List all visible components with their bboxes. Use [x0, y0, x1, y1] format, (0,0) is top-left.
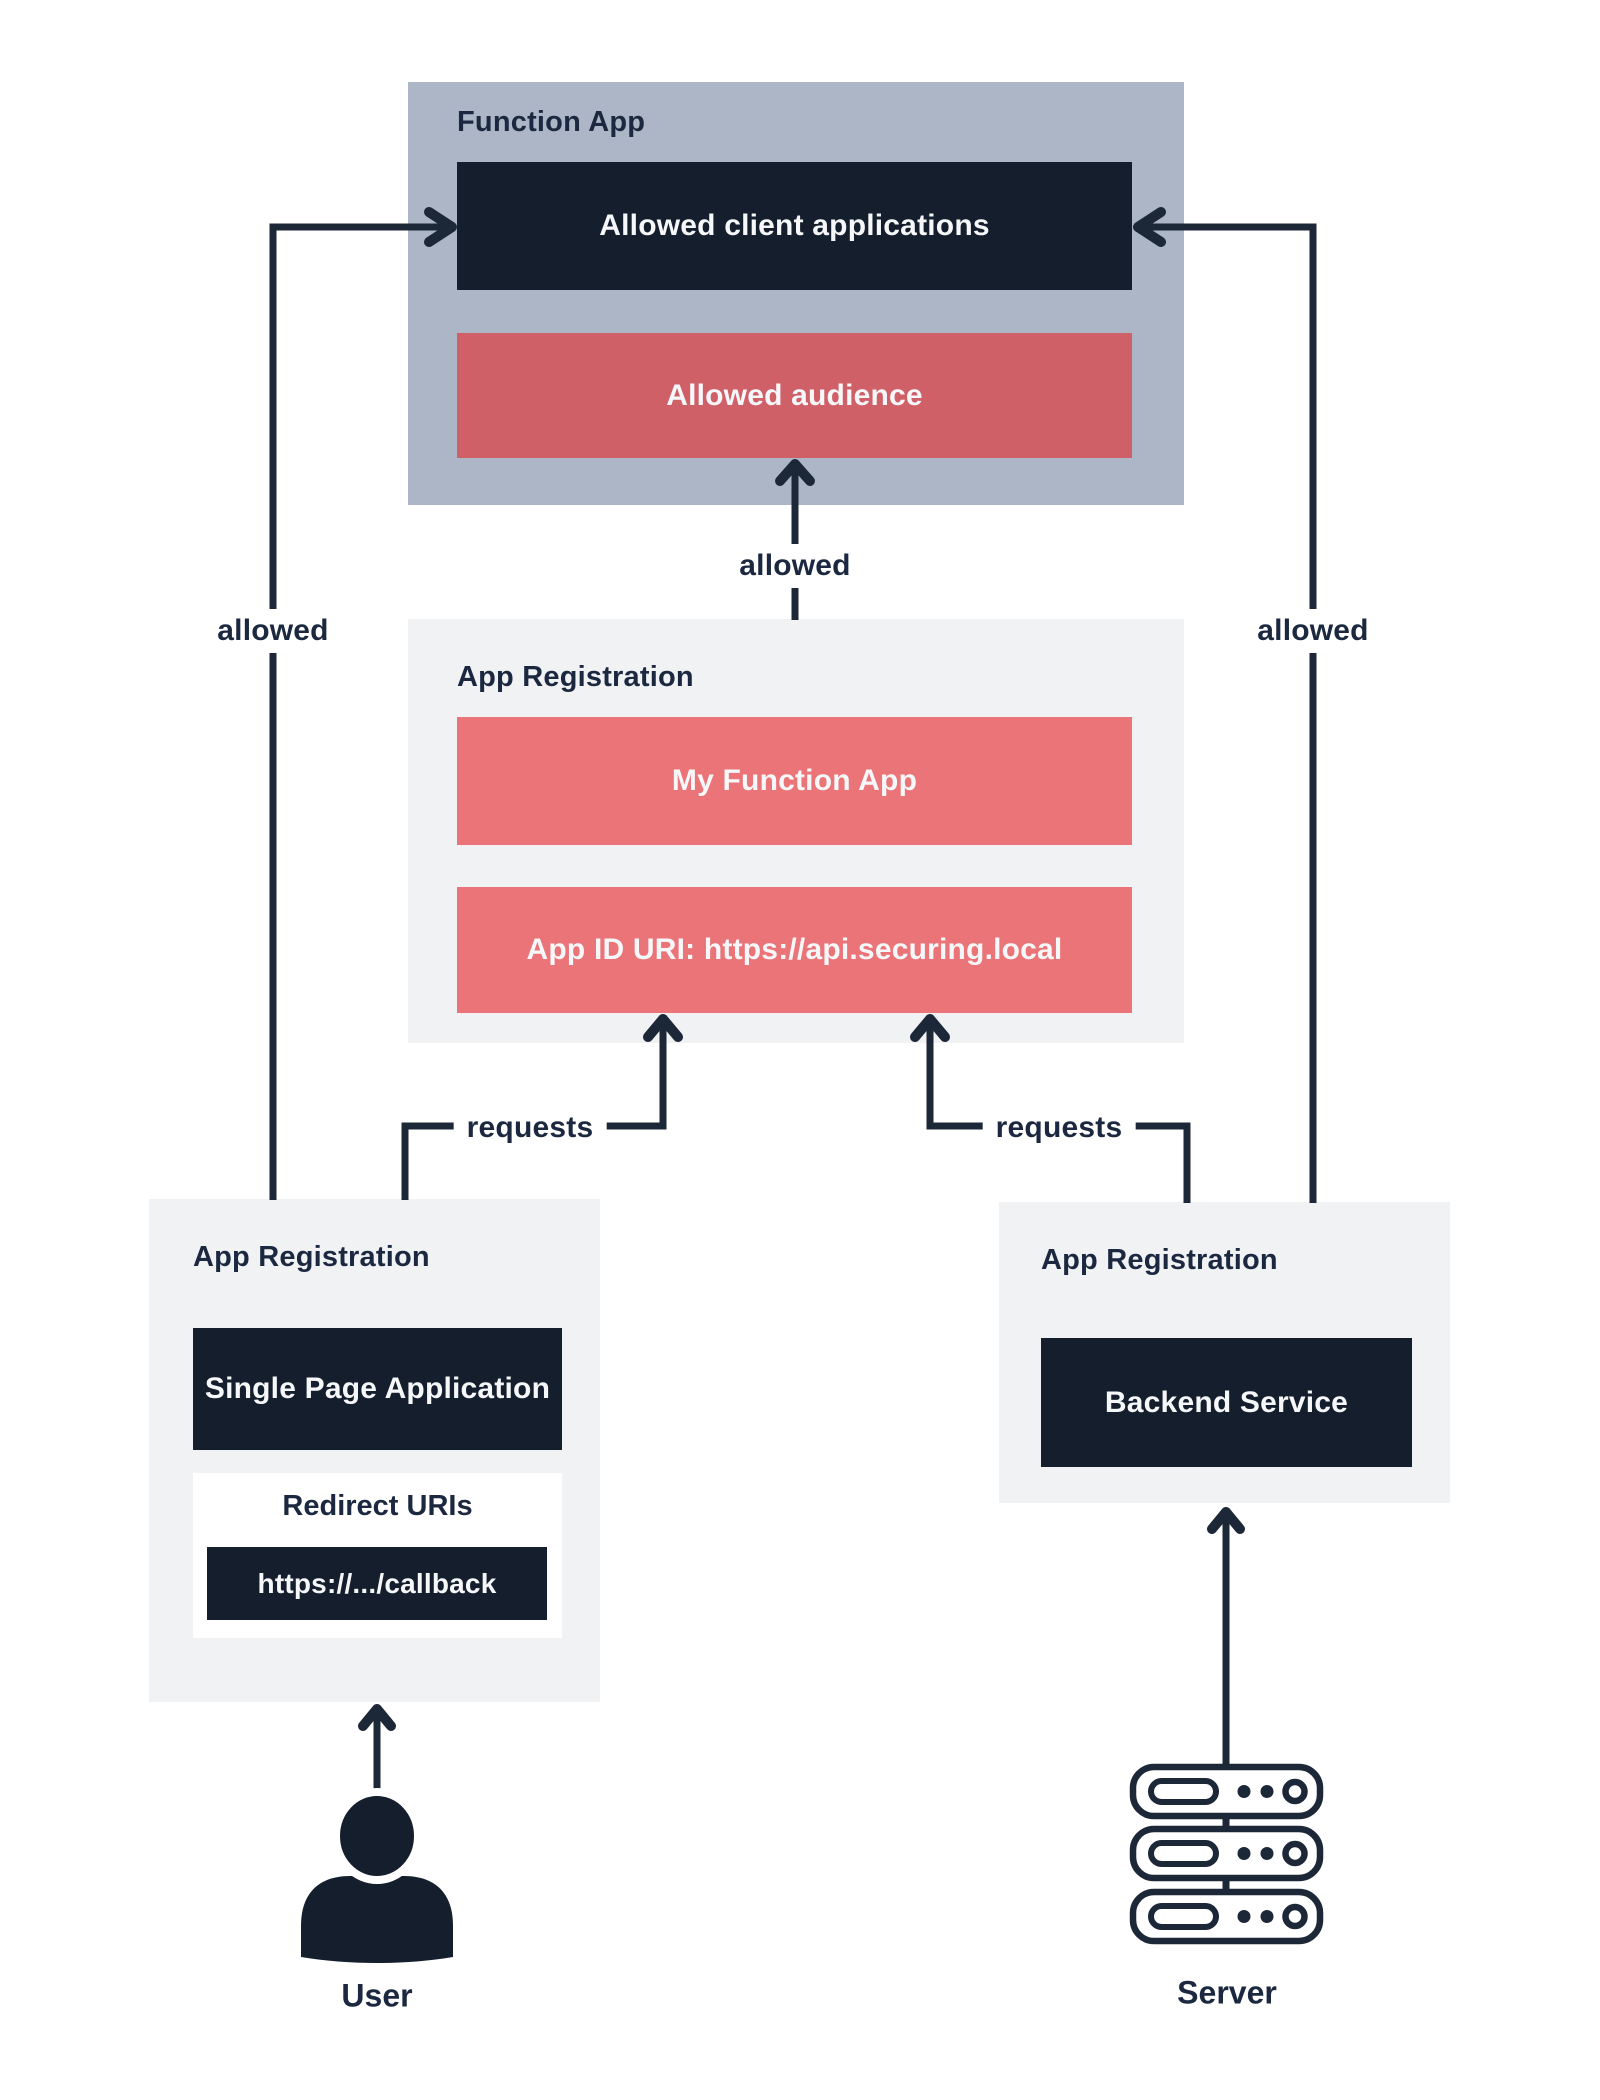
backend-service-box: Backend Service [1041, 1338, 1412, 1467]
backend-app-registration-container: App Registration Backend Service [999, 1202, 1450, 1503]
redirect-uris-box: Redirect URIs https://.../callback [193, 1473, 562, 1638]
single-page-application-box: Single Page Application [193, 1328, 562, 1450]
server-stack-icon [1129, 1763, 1324, 1945]
edge-label-requests-right: requests [982, 1106, 1136, 1150]
edge-label-allowed-right: allowed [1244, 609, 1382, 653]
spa-app-registration-container: App Registration Single Page Application… [149, 1199, 600, 1702]
server-unit-1 [1129, 1763, 1324, 1820]
edge-label-allowed-middle: allowed [726, 544, 864, 588]
allowed-audience-box: Allowed audience [457, 333, 1132, 458]
allowed-arrow-left [269, 207, 457, 1200]
app-id-uri-box: App ID URI: https://api.securing.local [457, 887, 1132, 1013]
function-app-label: Function App [457, 106, 646, 138]
callback-uri-box: https://.../callback [207, 1547, 547, 1620]
server-unit-2 [1129, 1825, 1324, 1882]
server-label: Server [1177, 1974, 1277, 2011]
user-arrow [358, 1704, 396, 1793]
edge-label-requests-left: requests [453, 1106, 607, 1150]
redirect-uris-title: Redirect URIs [282, 1490, 473, 1522]
edge-label-allowed-left: allowed [204, 609, 342, 653]
allowed-client-applications-box: Allowed client applications [457, 162, 1132, 290]
api-app-registration-container: App Registration My Function App App ID … [408, 619, 1184, 1043]
spa-app-registration-label: App Registration [193, 1241, 430, 1273]
function-app-container: Function App Allowed client applications… [408, 82, 1184, 505]
backend-app-registration-label: App Registration [1041, 1244, 1278, 1276]
api-app-registration-label: App Registration [457, 661, 694, 693]
allowed-arrow-middle [775, 459, 815, 620]
server-unit-3 [1129, 1888, 1324, 1945]
my-function-app-box: My Function App [457, 717, 1132, 845]
allowed-arrow-right [1133, 207, 1317, 1203]
person-icon [301, 1788, 453, 1963]
user-label: User [341, 1977, 413, 2014]
